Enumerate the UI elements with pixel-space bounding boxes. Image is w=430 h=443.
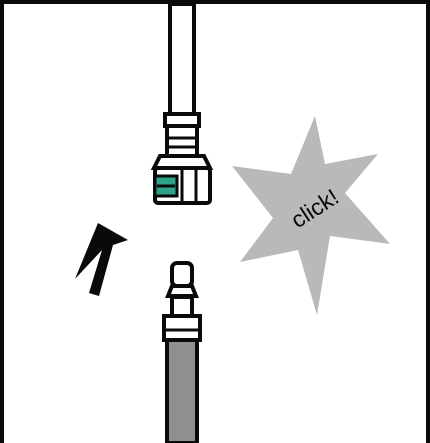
frame-right-border bbox=[426, 0, 430, 443]
frame-left-border bbox=[0, 0, 4, 443]
lower-neck bbox=[170, 295, 194, 318]
upper-body bbox=[165, 124, 199, 158]
push-up-arrow bbox=[75, 223, 128, 296]
upper-tube bbox=[168, 2, 196, 118]
arrow-up-icon bbox=[75, 223, 128, 296]
lower-fitting bbox=[162, 261, 202, 443]
lower-tip bbox=[170, 261, 194, 288]
lower-tube bbox=[165, 338, 199, 443]
frame-top-border bbox=[0, 0, 430, 4]
starburst-icon bbox=[232, 116, 390, 315]
lower-ring bbox=[162, 314, 202, 342]
lower-flare bbox=[165, 284, 199, 298]
upper-fitting bbox=[150, 2, 214, 205]
click-starburst bbox=[232, 116, 390, 315]
